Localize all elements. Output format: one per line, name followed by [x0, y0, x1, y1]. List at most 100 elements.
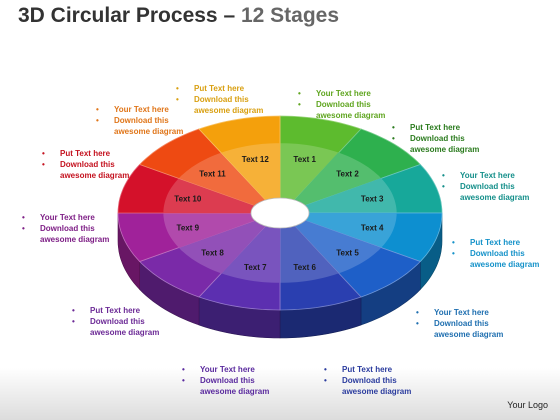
bullet-icon: •	[42, 160, 45, 169]
bullet-icon: •	[182, 365, 185, 374]
stage-label-7: Text 7	[244, 263, 267, 272]
title-sub: 12 Stages	[240, 4, 340, 27]
title-dash: –	[223, 4, 236, 27]
callout-heading: Your Text here	[460, 171, 515, 180]
callout-body: Download this	[434, 319, 489, 328]
callout-1: • Your Text here • Download this awesome dia…	[296, 88, 385, 121]
stage-highlight-7	[221, 226, 280, 283]
bullet-icon: •	[442, 171, 445, 180]
callout-body: Download this	[470, 249, 525, 258]
stage-label-9: Text 9	[177, 224, 200, 233]
bullet-icon: •	[42, 149, 45, 158]
bullet-icon: •	[452, 249, 455, 258]
stage-highlight-4	[305, 213, 397, 248]
callout-body: Download this	[200, 376, 255, 385]
callout-body-cont: awesome diagram	[316, 111, 386, 120]
stage-highlight-2	[294, 152, 381, 206]
bullet-icon: •	[324, 376, 327, 385]
stage-label-8: Text 8	[201, 249, 224, 258]
callout-body-cont: awesome diagram	[434, 330, 504, 339]
stage-label-1: Text 1	[293, 155, 316, 164]
title-main: 3D Circular Process	[18, 4, 218, 27]
callout-heading: Your Text here	[434, 308, 489, 317]
callout-body: Download this	[40, 224, 95, 233]
callout-heading: Your Text here	[114, 105, 169, 114]
callout-heading: Put Text here	[410, 123, 461, 132]
stage-label-6: Text 6	[293, 263, 316, 272]
callout-body-cont: awesome diagram	[460, 193, 530, 202]
bullet-icon: •	[176, 84, 179, 93]
callout-heading: Put Text here	[90, 306, 141, 315]
callout-5: • Your Text here • Download this awesome dia…	[414, 307, 503, 340]
stage-highlight-10	[163, 178, 255, 213]
callout-body-cont: awesome diagram	[90, 328, 160, 337]
callout-body-cont: awesome diagram	[200, 387, 270, 396]
callout-heading: Put Text here	[194, 84, 245, 93]
stage-label-5: Text 5	[336, 249, 359, 258]
callout-body: Download this	[194, 95, 249, 104]
callout-9: • Your Text here • Download this awesome dia…	[20, 212, 109, 245]
stage-highlight-9	[163, 213, 255, 248]
callout-heading: Put Text here	[342, 365, 393, 374]
page-title: 3D Circular Process – 12 Stages	[18, 4, 339, 28]
callout-body: Download this	[60, 160, 115, 169]
bullet-icon: •	[96, 105, 99, 114]
callout-body-cont: awesome diagram	[194, 106, 264, 115]
callout-body: Download this	[342, 376, 397, 385]
callout-11: • Your Text here • Download this awesome dia…	[94, 104, 183, 137]
bullet-icon: •	[298, 89, 301, 98]
callout-body: Download this	[410, 134, 465, 143]
bullet-icon: •	[392, 134, 395, 143]
stage-highlight-12	[221, 143, 280, 200]
callout-heading: Your Text here	[316, 89, 371, 98]
callout-body-cont: awesome diagram	[40, 235, 110, 244]
bullet-icon: •	[392, 123, 395, 132]
callout-body-cont: awesome diagram	[60, 171, 130, 180]
callout-heading: Put Text here	[470, 238, 521, 247]
stage-label-4: Text 4	[361, 224, 384, 233]
bullet-icon: •	[96, 116, 99, 125]
callout-heading: Your Text here	[200, 365, 255, 374]
bullet-icon: •	[442, 182, 445, 191]
stage-highlight-11	[179, 152, 266, 206]
bullet-icon: •	[416, 319, 419, 328]
bullet-icon: •	[22, 213, 25, 222]
floor-shadow	[0, 368, 560, 420]
stage-label-2: Text 2	[336, 169, 359, 178]
callout-body: Download this	[460, 182, 515, 191]
bullet-icon: •	[298, 100, 301, 109]
bullet-icon: •	[416, 308, 419, 317]
bullet-icon: •	[72, 317, 75, 326]
logo-placeholder: Your Logo	[507, 400, 548, 410]
callout-body-cont: awesome diagram	[410, 145, 480, 154]
stage-highlight-5	[294, 220, 381, 274]
ring-labels: Text 1 Text 2 Text 3 Text 4 Text 5 Text 6 Text…	[174, 155, 384, 272]
callout-body: Download this	[114, 116, 169, 125]
stage-highlight-1	[280, 143, 339, 200]
callout-body: Download this	[90, 317, 145, 326]
stage-label-3: Text 3	[361, 195, 384, 204]
callout-heading: Your Text here	[40, 213, 95, 222]
center-hole	[250, 197, 310, 229]
callout-body: Download this	[316, 100, 371, 109]
bullet-icon: •	[22, 224, 25, 233]
ring-tops	[117, 115, 443, 311]
callout-body-cont: awesome diagram	[470, 260, 540, 269]
stage-label-12: Text 12	[242, 155, 270, 164]
ring-sides	[117, 212, 443, 339]
stage-highlight-6	[280, 226, 339, 283]
callout-3: • Your Text here • Download this awesome dia…	[440, 170, 529, 203]
bullet-icon: •	[182, 376, 185, 385]
stage-highlight-3	[305, 178, 397, 213]
stage-label-10: Text 10	[174, 195, 202, 204]
callout-body-cont: awesome diagram	[114, 127, 184, 136]
stage-highlight-8	[179, 220, 266, 274]
stage-label-11: Text 11	[199, 169, 226, 178]
bullet-icon: •	[176, 95, 179, 104]
callout-2: • Put Text here • Download this awesome diag…	[390, 122, 479, 155]
